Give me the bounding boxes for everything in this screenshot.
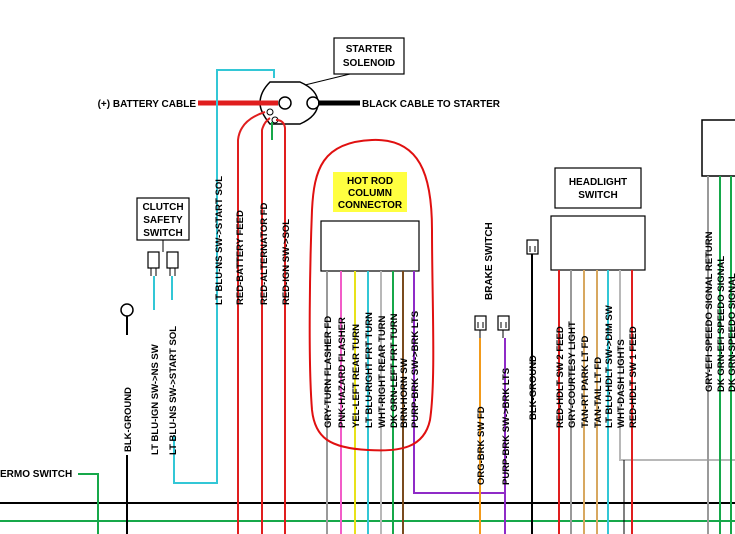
label-red-hdlt-sw1: RED-HDLT SW 1 FEED xyxy=(628,326,639,428)
clutch-label-line1: CLUTCH xyxy=(142,202,183,213)
label-wht-right-rear-turn: WHT-RIGHT REAR TURN xyxy=(377,315,388,428)
label-dk-grn-speedo-partial: DK GRN-SPEEDO SIGNAL xyxy=(727,273,735,392)
efi-box-outline xyxy=(701,119,735,177)
label-lt-blu-hdlt-dim: LT BLU-HDLT SW->DIM SW xyxy=(604,305,615,428)
label-gry-efi-speedo-return: GRY-EFI SPEEDO SIGNAL RETURN xyxy=(704,231,715,392)
red-ign-sol-wire xyxy=(275,119,286,534)
label-dk-grn-left-frt-turn: DK GRN-LEFT FRT TURN xyxy=(389,313,400,428)
annotation-circle xyxy=(308,138,435,452)
label-yel-left-rear-turn: YEL-LEFT REAR TURN xyxy=(351,324,362,428)
purp-brk-lts-wire xyxy=(413,271,505,494)
starter-solenoid: STARTER SOLENOID xyxy=(259,37,405,125)
label-lt-blu-right-frt-turn: LT BLU-RIGHT FRT TURN xyxy=(364,312,375,428)
battery-cable-label: (+) BATTERY CABLE xyxy=(98,99,197,110)
label-org-brk-sw-fd: ORG-BRK SW FD xyxy=(476,406,487,485)
label-wht-dash-lights: WHT-DASH LIGHTS xyxy=(616,339,627,428)
thermo-switch-wire xyxy=(78,473,99,534)
clutch-label-line3: SWITCH xyxy=(143,228,182,239)
label-gry-turn-flasher: GRY-TURN FLASHER FD xyxy=(323,316,334,428)
label-purp-brk-sw-brk-lts: PURP-BRK SW->BRK LTS xyxy=(501,368,512,485)
connector-label-line1: HOT ROD xyxy=(347,176,393,187)
label-red-ign-sol: RED-IGN SW->SOL xyxy=(281,219,292,305)
headlight-label-line2: SWITCH xyxy=(578,190,617,201)
label-tan-tail-lt: TAN-TAIL LT FD xyxy=(593,357,604,428)
label-purp-brk-lts: PURP-BRK SW->BRK LTS xyxy=(410,311,421,428)
label-blk-ground-brake: BLK-GROUND xyxy=(528,355,539,420)
label-red-battery-feed: RED-BATTERY FEED xyxy=(235,210,246,305)
label-red-alternator-fd: RED-ALTERNATOR FD xyxy=(259,202,270,305)
label-lt-blu-ign-ns: LT BLU-IGN SW->NS SW xyxy=(150,344,161,455)
red-alternator-wire xyxy=(261,117,271,534)
label-gry-courtesy-light: GRY-COURTESY LIGHT xyxy=(567,321,578,428)
connector-label-line3: CONNECTOR xyxy=(338,200,403,211)
label-dk-grn-efi-speedo: DK GRN-EFI SPEEDO SIGNAL xyxy=(716,256,727,392)
red-battery-feed-wire xyxy=(237,111,266,534)
wht-dash-lights-wire xyxy=(619,270,735,461)
solenoid-label-line1: STARTER xyxy=(346,44,393,55)
headlight-label-line1: HEADLIGHT xyxy=(569,177,627,188)
label-brn-horn-sw: BRN-HORN SW xyxy=(399,358,410,428)
label-blk-ground-clutch: BLK-GROUND xyxy=(123,387,134,452)
ground-ring-terminal xyxy=(120,303,134,335)
label-lt-blu-start-sol-top: LT BLU-NS SW->START SOL xyxy=(214,176,225,305)
lt-blu-solenoid-wire xyxy=(173,69,275,484)
clutch-label-line2: SAFETY xyxy=(143,215,183,226)
brake-switch-label: BRAKE SWITCH xyxy=(484,222,495,300)
hot-rod-column-connector: HOT ROD COLUMN CONNECTOR xyxy=(320,172,420,272)
brake-ground-connector xyxy=(526,239,539,255)
black-cable-label: BLACK CABLE TO STARTER xyxy=(362,99,501,110)
label-pnk-hazard-flasher: PNK-HAZARD FLASHER xyxy=(337,317,348,428)
solenoid-label-line2: SOLENOID xyxy=(343,58,395,69)
label-tan-rt-park-lt: TAN-RT PARK LT FD xyxy=(580,336,591,428)
thermo-switch-label: ERMO SWITCH xyxy=(0,469,72,480)
connector-label-line2: COLUMN xyxy=(348,188,392,199)
headlight-switch: HEADLIGHT SWITCH xyxy=(550,167,646,271)
label-lt-blu-ns-start: LT BLU-NS SW->START SOL xyxy=(168,326,179,455)
label-red-hdlt-sw2: RED-HDLT SW 2 FEED xyxy=(555,326,566,428)
clutch-safety-switch: CLUTCH SAFETY SWITCH xyxy=(136,197,190,276)
brake-switch-connectors xyxy=(474,315,510,338)
